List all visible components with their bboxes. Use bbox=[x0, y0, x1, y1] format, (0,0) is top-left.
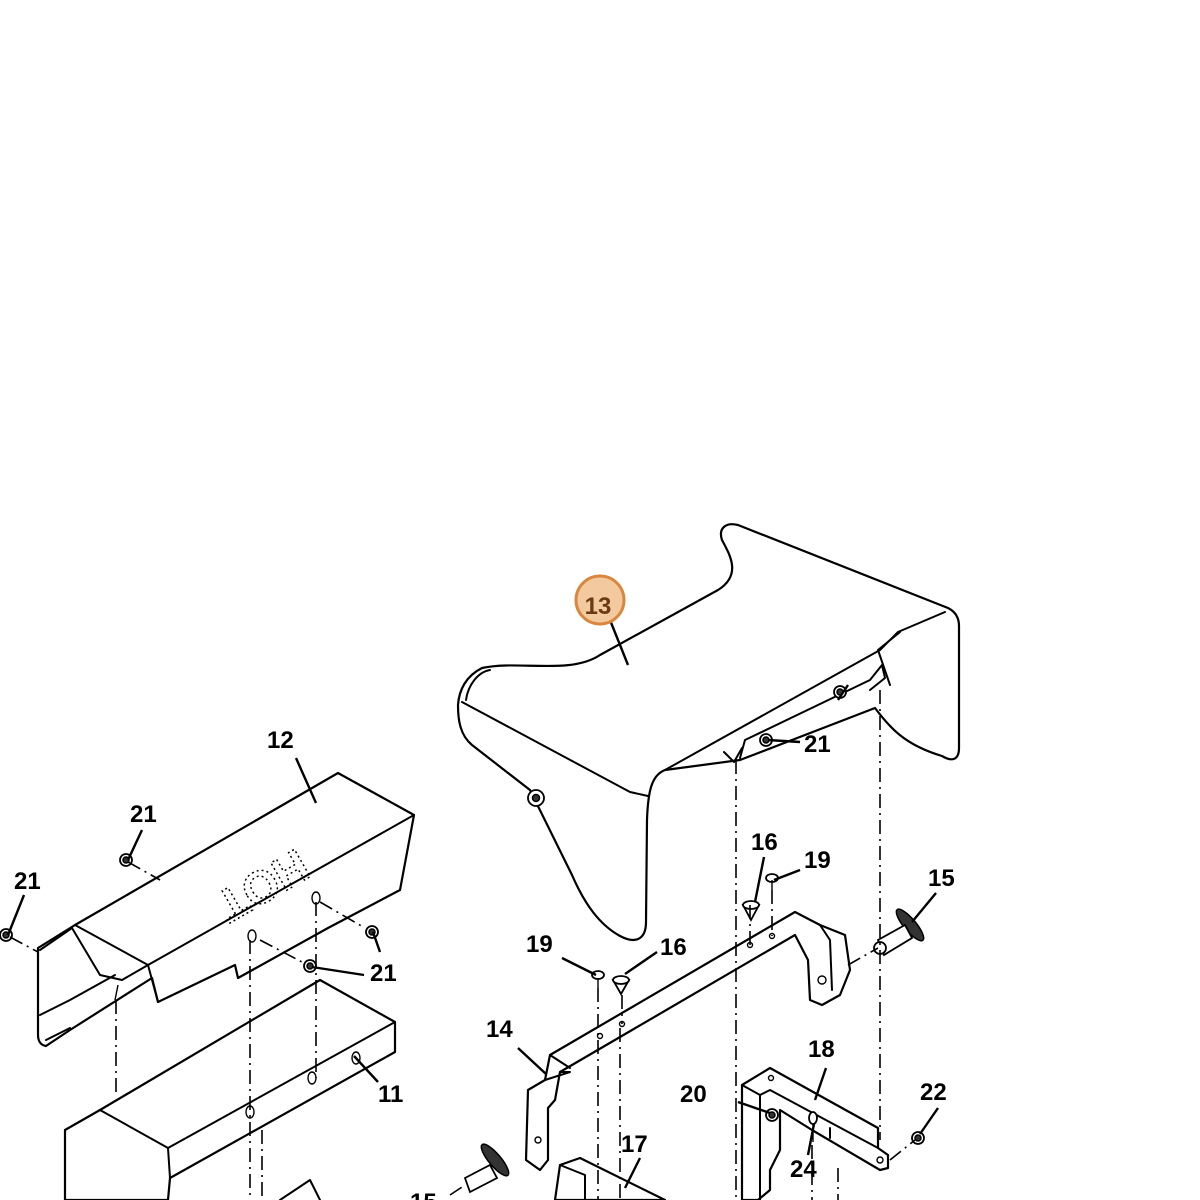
screw-21-right[interactable] bbox=[365, 925, 379, 939]
callout-17: 17 bbox=[621, 1131, 648, 1158]
callout-21-lower: 21 bbox=[370, 960, 397, 987]
callout-19-right: 19 bbox=[804, 847, 831, 874]
part-22-nut[interactable] bbox=[911, 1131, 925, 1145]
callout-labels: 12 11 14 15 15 16 16 19 19 17 18 20 22 2… bbox=[14, 727, 955, 1200]
callout-21-upper: 21 bbox=[130, 801, 157, 828]
callout-19-left: 19 bbox=[526, 931, 553, 958]
part-12-hot-cover[interactable]: HOT bbox=[36, 771, 416, 1048]
callout-14: 14 bbox=[486, 1016, 513, 1043]
screw-21-upper-right[interactable] bbox=[833, 685, 847, 699]
leader-lines bbox=[6, 619, 939, 1189]
callout-15-lower: 15 bbox=[410, 1189, 437, 1200]
part-19-screw-left[interactable] bbox=[591, 970, 605, 988]
callout-15-right: 15 bbox=[928, 865, 955, 892]
callout-13-highlight[interactable]: 13 bbox=[574, 574, 626, 626]
callout-20: 20 bbox=[680, 1081, 707, 1108]
part-15-knob-right[interactable] bbox=[873, 906, 927, 957]
part-16-stud-right[interactable] bbox=[741, 900, 761, 922]
callout-21-left: 21 bbox=[14, 868, 41, 895]
part-19-screw-right[interactable] bbox=[765, 873, 779, 890]
callout-22: 22 bbox=[920, 1079, 947, 1106]
part-13-heat-shield[interactable] bbox=[456, 523, 961, 941]
callout-11: 11 bbox=[378, 1081, 403, 1108]
callout-16-right: 16 bbox=[751, 829, 778, 856]
callout-24: 24 bbox=[790, 1156, 817, 1183]
part-15-knob-lower[interactable] bbox=[463, 1141, 512, 1194]
callout-16-left: 16 bbox=[660, 934, 687, 961]
callout-18: 18 bbox=[808, 1036, 835, 1063]
alignment-lines bbox=[9, 690, 916, 1200]
part-11-housing[interactable] bbox=[63, 978, 397, 1200]
callout-13-label: 13 bbox=[585, 593, 612, 620]
part-17-block[interactable] bbox=[553, 1156, 667, 1200]
callout-12: 12 bbox=[267, 727, 294, 754]
screw-21-lower[interactable] bbox=[303, 959, 317, 973]
part-14-bracket[interactable] bbox=[524, 910, 852, 1172]
callout-21-shield: 21 bbox=[804, 731, 831, 758]
part-20-nut[interactable] bbox=[765, 1108, 779, 1122]
part-16-stud-left[interactable] bbox=[611, 975, 631, 996]
